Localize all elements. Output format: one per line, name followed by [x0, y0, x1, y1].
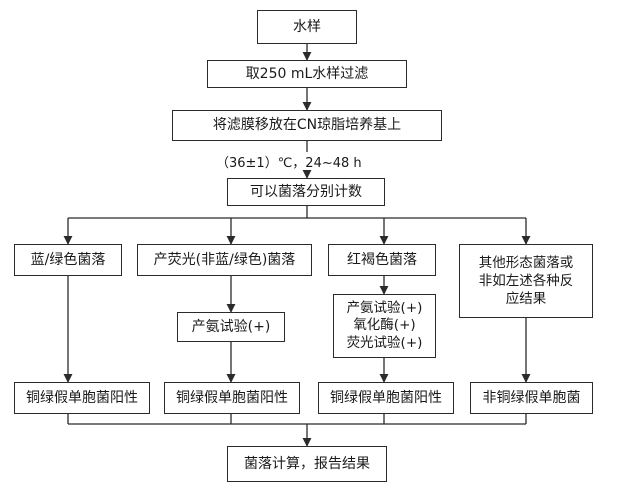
filter-label: 取250 mL水样过滤 — [245, 65, 369, 82]
ammonia-test-label: 产氨试验(+) — [191, 318, 271, 335]
fluorescent-colony-box: 产荧光(非蓝/绿色)菌落 — [137, 244, 312, 276]
transfer-label: 将滤膜移放在CN琼脂培养基上 — [212, 117, 402, 134]
result-label: 非铜绿假单胞菌 — [482, 389, 581, 406]
red-brown-colony-label: 红褐色菌落 — [347, 251, 417, 268]
count-label: 可以菌落分别计数 — [250, 183, 362, 200]
result-box-4: 非铜绿假单胞菌 — [470, 382, 593, 414]
result-box-1: 铜绿假单胞菌阳性 — [14, 382, 150, 414]
blue-green-colony-label: 蓝/绿色菌落 — [30, 251, 106, 268]
red-brown-test-line: 氧化酶(+) — [353, 317, 416, 334]
water-sample-label: 水样 — [293, 18, 321, 35]
result-box-3: 铜绿假单胞菌阳性 — [318, 382, 454, 414]
result-label: 铜绿假单胞菌阳性 — [176, 389, 288, 406]
result-box-2: 铜绿假单胞菌阳性 — [164, 382, 300, 414]
red-brown-colony-box: 红褐色菌落 — [328, 244, 436, 276]
blue-green-colony-box: 蓝/绿色菌落 — [14, 244, 122, 276]
fluorescent-colony-label: 产荧光(非蓝/绿色)菌落 — [153, 251, 296, 268]
other-colony-line: 应结果 — [505, 291, 547, 308]
other-colony-box: 其他形态菌落或 非如左述各种反 应结果 — [459, 244, 593, 318]
result-label: 铜绿假单胞菌阳性 — [26, 389, 138, 406]
red-brown-test-line: 荧光试验(+) — [346, 334, 423, 351]
red-brown-tests-box: 产氨试验(+) 氧化酶(+) 荧光试验(+) — [333, 294, 436, 358]
filter-box: 取250 mL水样过滤 — [207, 60, 407, 88]
ammonia-test-box: 产氨试验(+) — [177, 312, 285, 342]
red-brown-test-line: 产氨试验(+) — [346, 299, 423, 316]
count-box: 可以菌落分别计数 — [227, 178, 385, 206]
final-report-label: 菌落计算，报告结果 — [244, 455, 370, 472]
other-colony-line: 非如左述各种反 — [478, 272, 574, 289]
water-sample-box: 水样 — [257, 10, 357, 44]
transfer-box: 将滤膜移放在CN琼脂培养基上 — [172, 110, 442, 141]
result-label: 铜绿假单胞菌阳性 — [330, 389, 442, 406]
incubation-condition: （36±1）℃，24~48 h — [216, 156, 362, 171]
other-colony-line: 其他形态菌落或 — [478, 254, 574, 271]
final-report-box: 菌落计算，报告结果 — [227, 446, 387, 482]
